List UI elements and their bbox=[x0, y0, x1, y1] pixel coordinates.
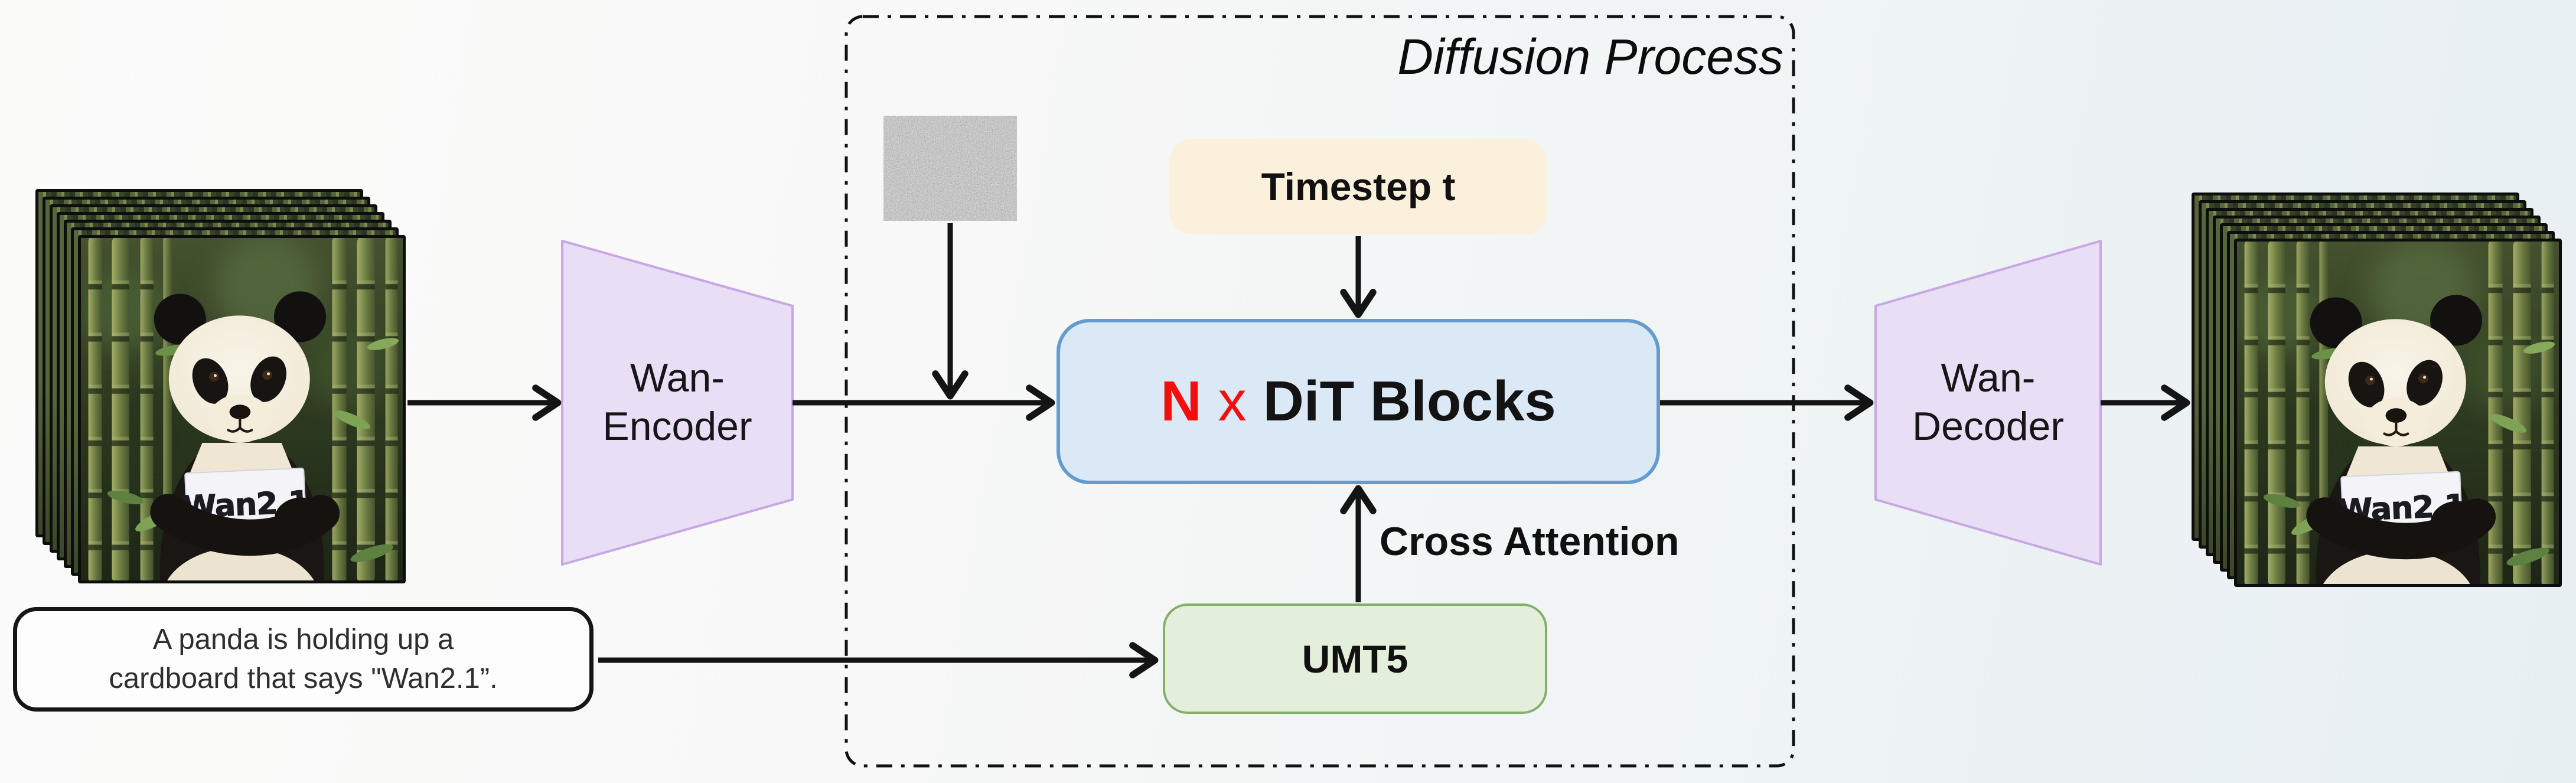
prompt-line-2: cardboard that says "Wan2.1”. bbox=[109, 662, 498, 694]
diffusion-process-title: Diffusion Process bbox=[1397, 29, 1783, 84]
wan-decoder-label: Wan- Decoder bbox=[1876, 241, 2101, 565]
encoder-label-line-1: Wan- bbox=[630, 355, 725, 401]
wan-encoder-label: Wan- Encoder bbox=[562, 241, 793, 565]
wan-decoder-shape bbox=[1874, 240, 2102, 566]
umt5-box: UMT5 bbox=[1163, 603, 1547, 714]
diffusion-process-border bbox=[844, 15, 1795, 768]
video-frame-front bbox=[2234, 239, 2562, 587]
decoder-label-line-1: Wan- bbox=[1941, 355, 2036, 401]
input-video-stack bbox=[35, 189, 425, 602]
prompt-box: A panda is holding up a cardboard that s… bbox=[13, 607, 594, 712]
umt5-label: UMT5 bbox=[1302, 637, 1408, 681]
wan-encoder-shape bbox=[561, 240, 794, 566]
decoder-label-line-2: Decoder bbox=[1912, 404, 2065, 449]
output-video-stack bbox=[2192, 193, 2576, 606]
dit-times-symbol: x bbox=[1218, 370, 1247, 433]
prompt-line-1: A panda is holding up a bbox=[152, 623, 454, 655]
timestep-box: Timestep t bbox=[1169, 139, 1547, 234]
dit-blocks-label: DiT Blocks bbox=[1263, 370, 1556, 433]
video-frame-front bbox=[78, 235, 406, 583]
noise-latent-image bbox=[883, 116, 1017, 221]
dit-blocks-box: N x DiT Blocks bbox=[1057, 319, 1660, 484]
dit-count-symbol: N bbox=[1160, 370, 1202, 433]
timestep-label: Timestep t bbox=[1261, 165, 1456, 208]
encoder-label-line-2: Encoder bbox=[602, 404, 752, 449]
cross-attention-label: Cross Attention bbox=[1380, 519, 1680, 564]
